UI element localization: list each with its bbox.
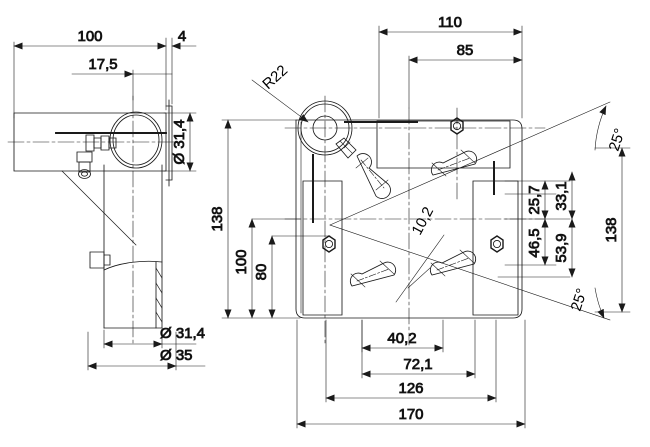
clamp-neck-line1 <box>339 140 353 154</box>
top-pocket <box>376 120 511 169</box>
slot-leader <box>395 234 445 303</box>
tube-hatching <box>155 267 163 323</box>
slot-bottom-left <box>349 260 397 288</box>
plate-outline <box>295 119 523 319</box>
slot-top-right-center <box>437 157 471 171</box>
slot-bottom-right-body <box>429 250 477 276</box>
label-102: 10,2 <box>409 204 438 238</box>
clamp-ring-inner <box>112 114 160 166</box>
dim-label-331: 33,1 <box>553 181 570 210</box>
angle-construction <box>329 101 611 321</box>
dim-label-721: 72,1 <box>403 356 432 373</box>
slot-hub <box>355 153 391 199</box>
right-cutout <box>472 180 519 316</box>
right-front-view <box>284 95 546 346</box>
slot-leader-tick <box>407 267 431 289</box>
dim-label-138-right: 138 <box>603 217 620 242</box>
left-cutout <box>302 180 343 316</box>
nipple-cap-inner <box>81 171 88 177</box>
geometry-layer: 100 4 17,5 Ø 31,4 Ø 31,4 Ø 35 <box>7 14 631 429</box>
angle-arc-top <box>594 105 607 151</box>
dim-label-4: 4 <box>178 28 186 45</box>
dim-label-80-left: 80 <box>253 264 270 281</box>
radius-callout <box>251 79 309 123</box>
slot-size-callout <box>395 234 445 303</box>
clamp-neck-line2 <box>343 141 351 149</box>
tube-fitting-body <box>89 251 105 269</box>
right-view-bottom-dimensions: 40,2 72,1 126 170 <box>296 319 526 429</box>
slot-bottom-left-center <box>356 268 390 282</box>
right-view-top-dimensions: 110 85 <box>378 14 523 119</box>
clamp-ring-outer <box>109 111 163 169</box>
left-side-view <box>7 95 177 346</box>
dim-label-dia35: Ø 35 <box>160 347 193 364</box>
dim-label-402: 40,2 <box>387 330 416 347</box>
label-angle-bottom: 25° <box>568 286 591 313</box>
tube-fitting-neck <box>103 254 111 266</box>
dim-label-100-left: 100 <box>233 249 250 274</box>
nipple-cap <box>78 169 91 179</box>
hex-nut-right <box>490 235 504 253</box>
centerlines-left <box>7 95 177 346</box>
dim-label-85: 85 <box>457 42 474 59</box>
slot-bottom-left-body <box>349 261 397 287</box>
slot-top-right-body <box>430 150 478 176</box>
dim-label-dia314-upper: Ø 31,4 <box>171 119 188 164</box>
fitting-body <box>85 134 95 152</box>
slot-hub-body <box>356 153 391 199</box>
tube-taper <box>103 260 163 271</box>
dim-label-465: 46,5 <box>526 228 543 257</box>
section-leader <box>61 170 137 246</box>
dim-label-257: 25,7 <box>526 185 543 214</box>
label-r22: R22 <box>259 62 291 93</box>
dim-label-539: 53,9 <box>553 233 570 262</box>
fitting-neck <box>93 137 102 149</box>
dim-label-138-left: 138 <box>209 206 226 231</box>
slot-bottom-right-center <box>436 257 470 271</box>
right-view-left-dimensions: 138 100 80 <box>209 119 331 319</box>
dim-label-dia314-lower: Ø 31,4 <box>160 325 205 342</box>
fitting-head <box>100 135 110 151</box>
dim-label-110: 110 <box>438 14 462 31</box>
dim-label-175: 17,5 <box>88 56 117 73</box>
dim-label-126: 126 <box>398 380 423 397</box>
slot-hub-center <box>360 159 385 189</box>
dim-label-100: 100 <box>77 28 102 45</box>
dim-label-170: 170 <box>398 406 423 423</box>
left-view-dimensions: 100 4 17,5 Ø 31,4 Ø 31,4 Ø 35 <box>13 28 205 371</box>
slot-top-right <box>430 149 478 177</box>
centerlines-right <box>284 95 546 346</box>
slot-bottom-right <box>429 249 477 277</box>
nipple-base <box>76 151 93 163</box>
angle-arc-bottom <box>594 287 605 319</box>
r22-leader <box>251 79 309 123</box>
fitting-tip <box>108 137 117 149</box>
label-angle-top: 25° <box>606 126 629 153</box>
right-view-right-dimensions: 25,7 33,1 46,5 53,9 138 <box>497 147 631 313</box>
clamp-neck <box>335 137 357 159</box>
